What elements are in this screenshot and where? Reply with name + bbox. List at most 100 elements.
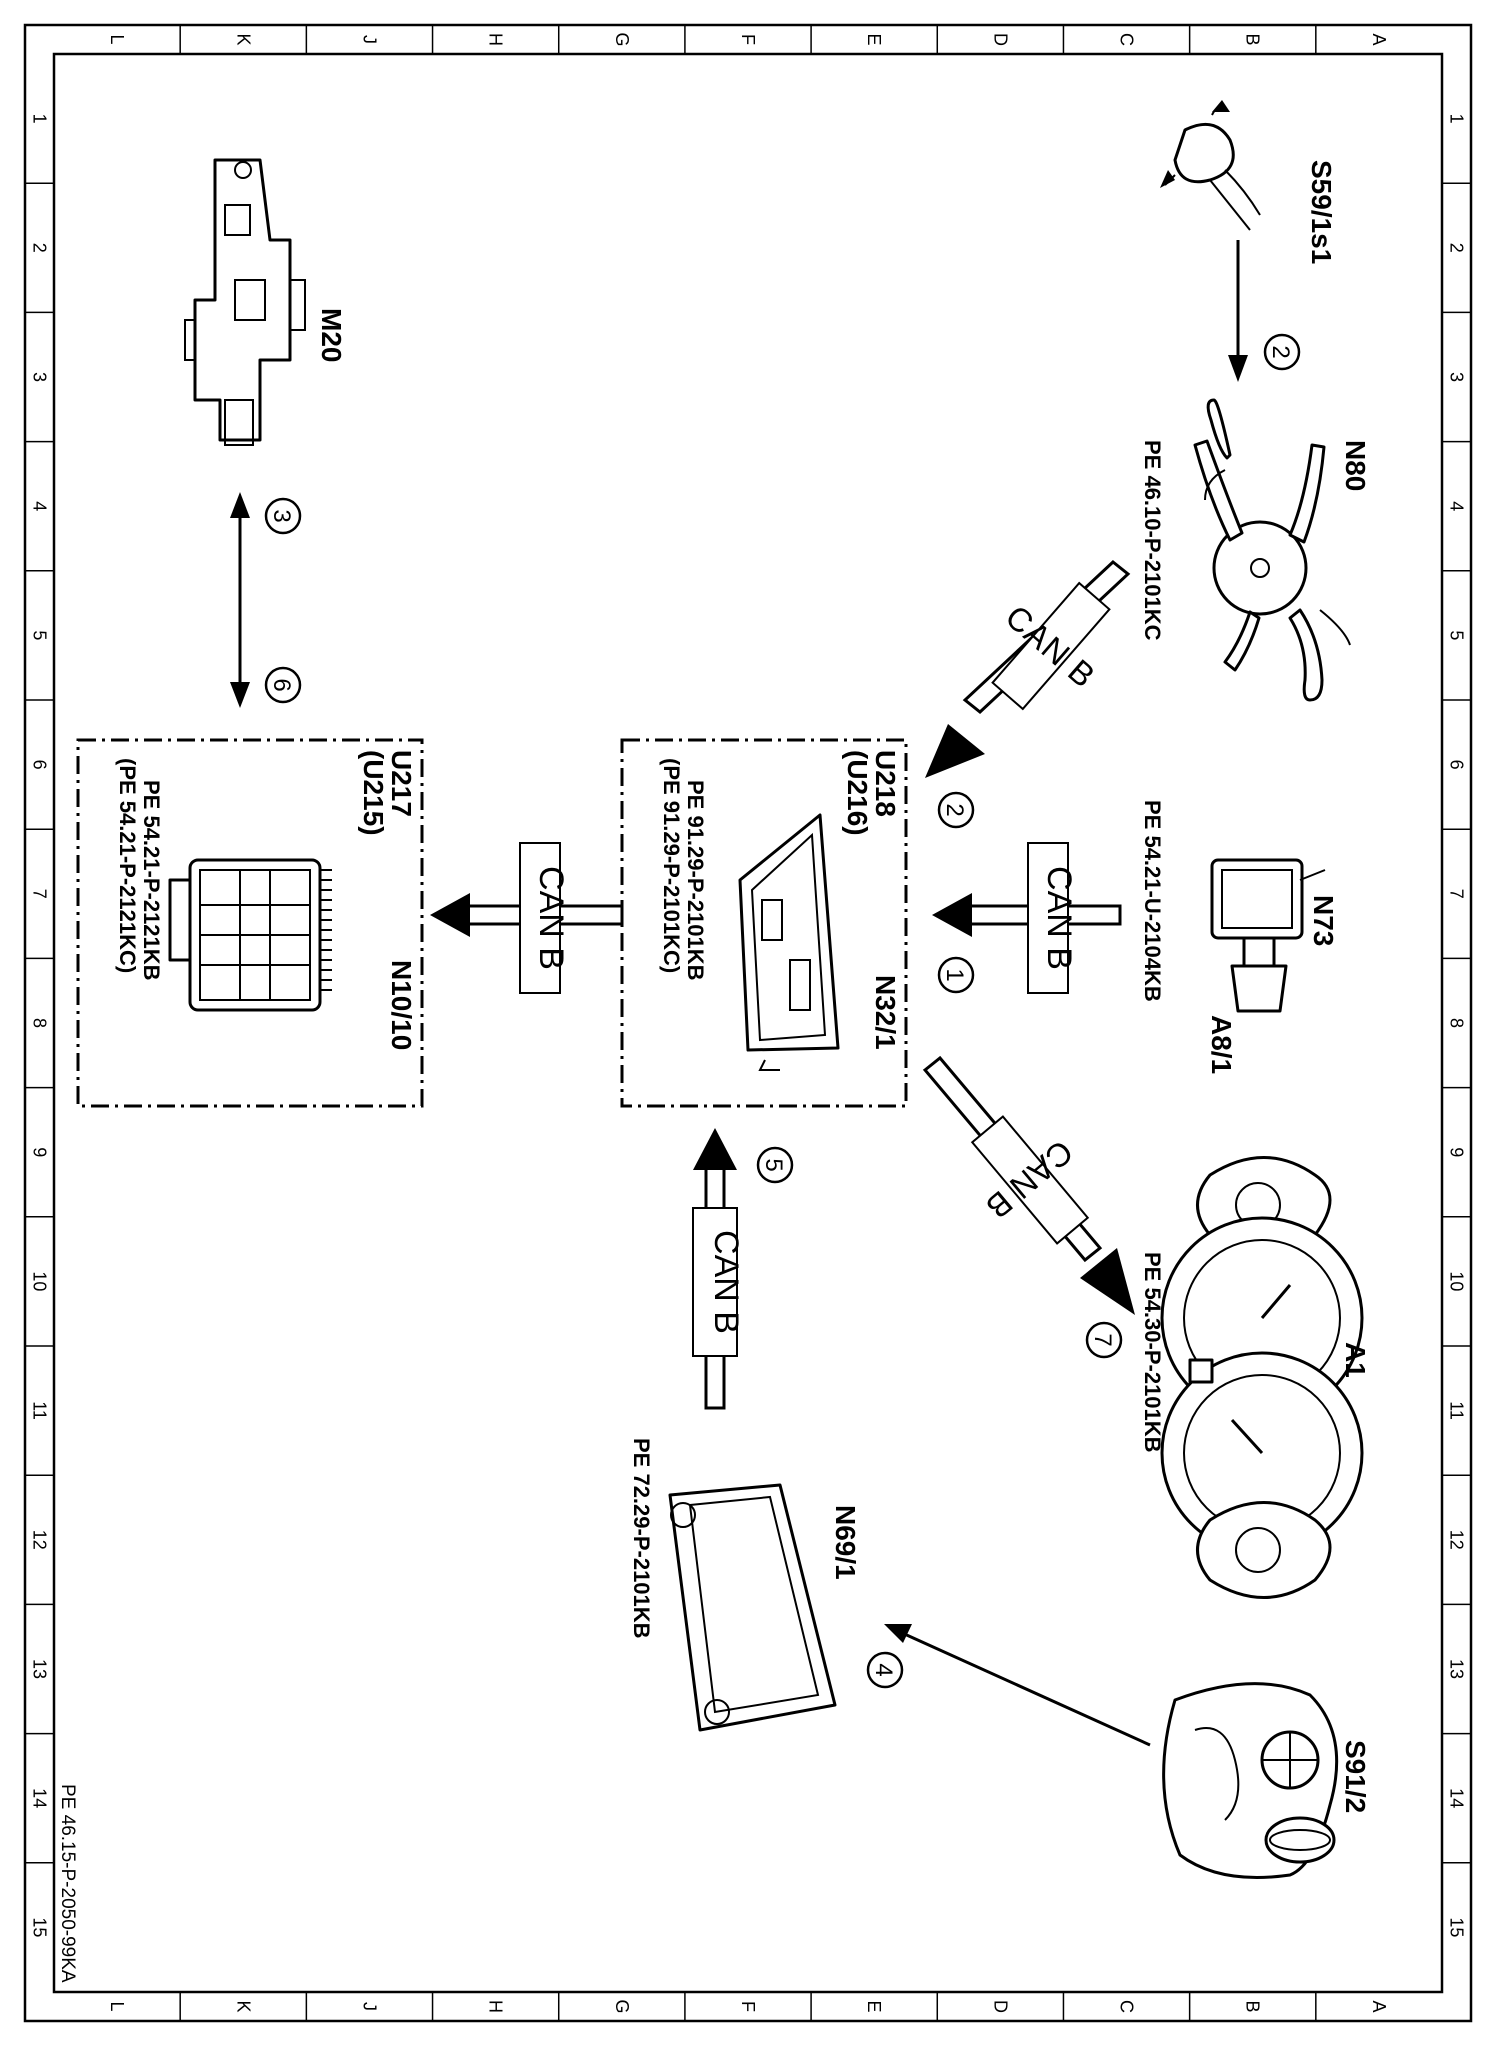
signal-s91-to-n69 [884,1624,1151,1747]
n10-module-illustration [168,858,332,1012]
step-circle: 2 [937,791,975,829]
grid-number: 13 [1447,1659,1467,1679]
n32-ref-b: (PE 91.29-P-2101KC) [659,758,684,973]
s91-switch-illustration [1162,1682,1339,1879]
grid-letter: L [107,34,127,44]
step-circle: 7 [1085,1321,1123,1359]
grid-letter: J [359,35,379,44]
grid-number: 12 [30,1530,50,1550]
n10-label: N10/10 [386,960,417,1050]
grid-number: 4 [1447,501,1467,511]
grid-number: 3 [30,372,50,382]
grid-letter: H [486,2000,506,2013]
svg-text:5: 5 [760,1158,787,1171]
svg-text:7: 7 [1089,1333,1116,1346]
grid-number: 11 [30,1401,50,1420]
n32-box [620,738,908,1108]
s59-switch-illustration [1160,100,1261,231]
can-bus-n32-to-a1: CAN B [922,1055,1135,1315]
grid-number: 7 [1447,889,1467,899]
n73-ignition-illustration [1210,858,1326,1013]
grid-number: 2 [30,243,50,253]
grid-number: 14 [30,1788,50,1808]
n32-variant-b: (U216) [842,750,873,836]
n69-label: N69/1 [830,1505,861,1580]
grid-number: 9 [30,1147,50,1157]
n10-ref-a: PE 54.21-P-2121KB [139,780,164,981]
grid-letter: A [1369,2000,1389,2012]
grid-number: 6 [1447,760,1467,770]
n32-variant-a: U218 [870,750,901,817]
n80-label: N80 [1340,440,1371,491]
n10-box [76,738,424,1108]
grid-letter: C [1117,33,1137,46]
grid-letter: B [1243,33,1263,45]
a1-cluster-illustration [1160,1156,1364,1599]
drawing-frame [23,23,1473,2023]
svg-text:2: 2 [941,803,968,816]
n69-module-illustration [668,1483,837,1732]
n32-ref-a: PE 91.29-P-2101KB [683,780,708,981]
grid-number: 13 [30,1659,50,1679]
grid-letter: D [990,33,1010,46]
grid-number: 1 [1447,114,1467,124]
grid-number: 8 [1447,1018,1467,1028]
can-bus-n32-to-n10: CAN B [430,842,624,994]
step-circle: 3 [264,497,302,535]
step-circle: 4 [866,1651,904,1689]
signal-s59-to-n80 [1228,240,1248,382]
svg-text:4: 4 [870,1663,897,1676]
svg-text:3: 3 [268,509,295,522]
step-circle: 5 [756,1146,794,1184]
a1-ref: PE 54.30-P-2101KB [1140,1252,1165,1453]
n10-variant-b: (U215) [358,750,389,836]
n10-variant-a: U217 [386,750,417,817]
grid-number: 9 [1447,1147,1467,1157]
svg-text:1: 1 [941,968,968,981]
grid-number: 12 [1447,1530,1467,1550]
can-bus-n73-to-n32: CAN B [932,842,1122,994]
grid-letter: D [990,2000,1010,2013]
s91-label: S91/2 [1340,1740,1371,1813]
grid-letter: L [107,2001,127,2011]
svg-text:6: 6 [268,678,295,691]
grid-letter: A [1369,33,1389,45]
can-bus-n80-to-n32: CAN B [925,560,1131,778]
n73-ref: PE 54.21-U-2104KB [1140,800,1165,1002]
grid-number: 10 [1447,1271,1467,1291]
n32-module-illustration [738,813,840,1071]
drawing-code: PE 46.15-P-2050-99KA [57,1784,78,1983]
grid-letter: G [612,32,632,46]
can-label-n32: CAN B [532,866,570,970]
signal-m20-n10 [230,492,250,708]
grid-letter: H [486,33,506,46]
can-label-n69: CAN B [707,1230,745,1334]
n10-ref-b: (PE 54.21-P-2121KC) [115,758,140,973]
grid-letter: B [1243,2000,1263,2012]
can-bus-n69-to-n32: CAN B [692,1128,745,1410]
a8-label: A8/1 [1206,1015,1237,1074]
n32-label: N32/1 [870,975,901,1050]
a1-label: A1 [1340,1342,1371,1378]
n69-ref: PE 72.29-P-2101KB [629,1438,654,1639]
grid-letter: E [864,33,884,45]
grid-number: 15 [1447,1917,1467,1937]
can-label-n73: CAN B [1040,866,1078,970]
grid-number: 15 [30,1917,50,1937]
step-circle: 1 [937,956,975,994]
grid-number: 8 [30,1018,50,1028]
grid-letter: E [864,2000,884,2012]
grid-number: 5 [30,630,50,640]
grid-number: 10 [30,1271,50,1291]
grid-letter: K [233,33,253,45]
grid-number: 11 [1447,1401,1467,1420]
svg-text:2: 2 [1267,345,1294,358]
step-circle: 2 [1263,333,1301,371]
s59-label: S59/1s1 [1306,160,1337,264]
n80-switch-illustration [1193,398,1351,702]
